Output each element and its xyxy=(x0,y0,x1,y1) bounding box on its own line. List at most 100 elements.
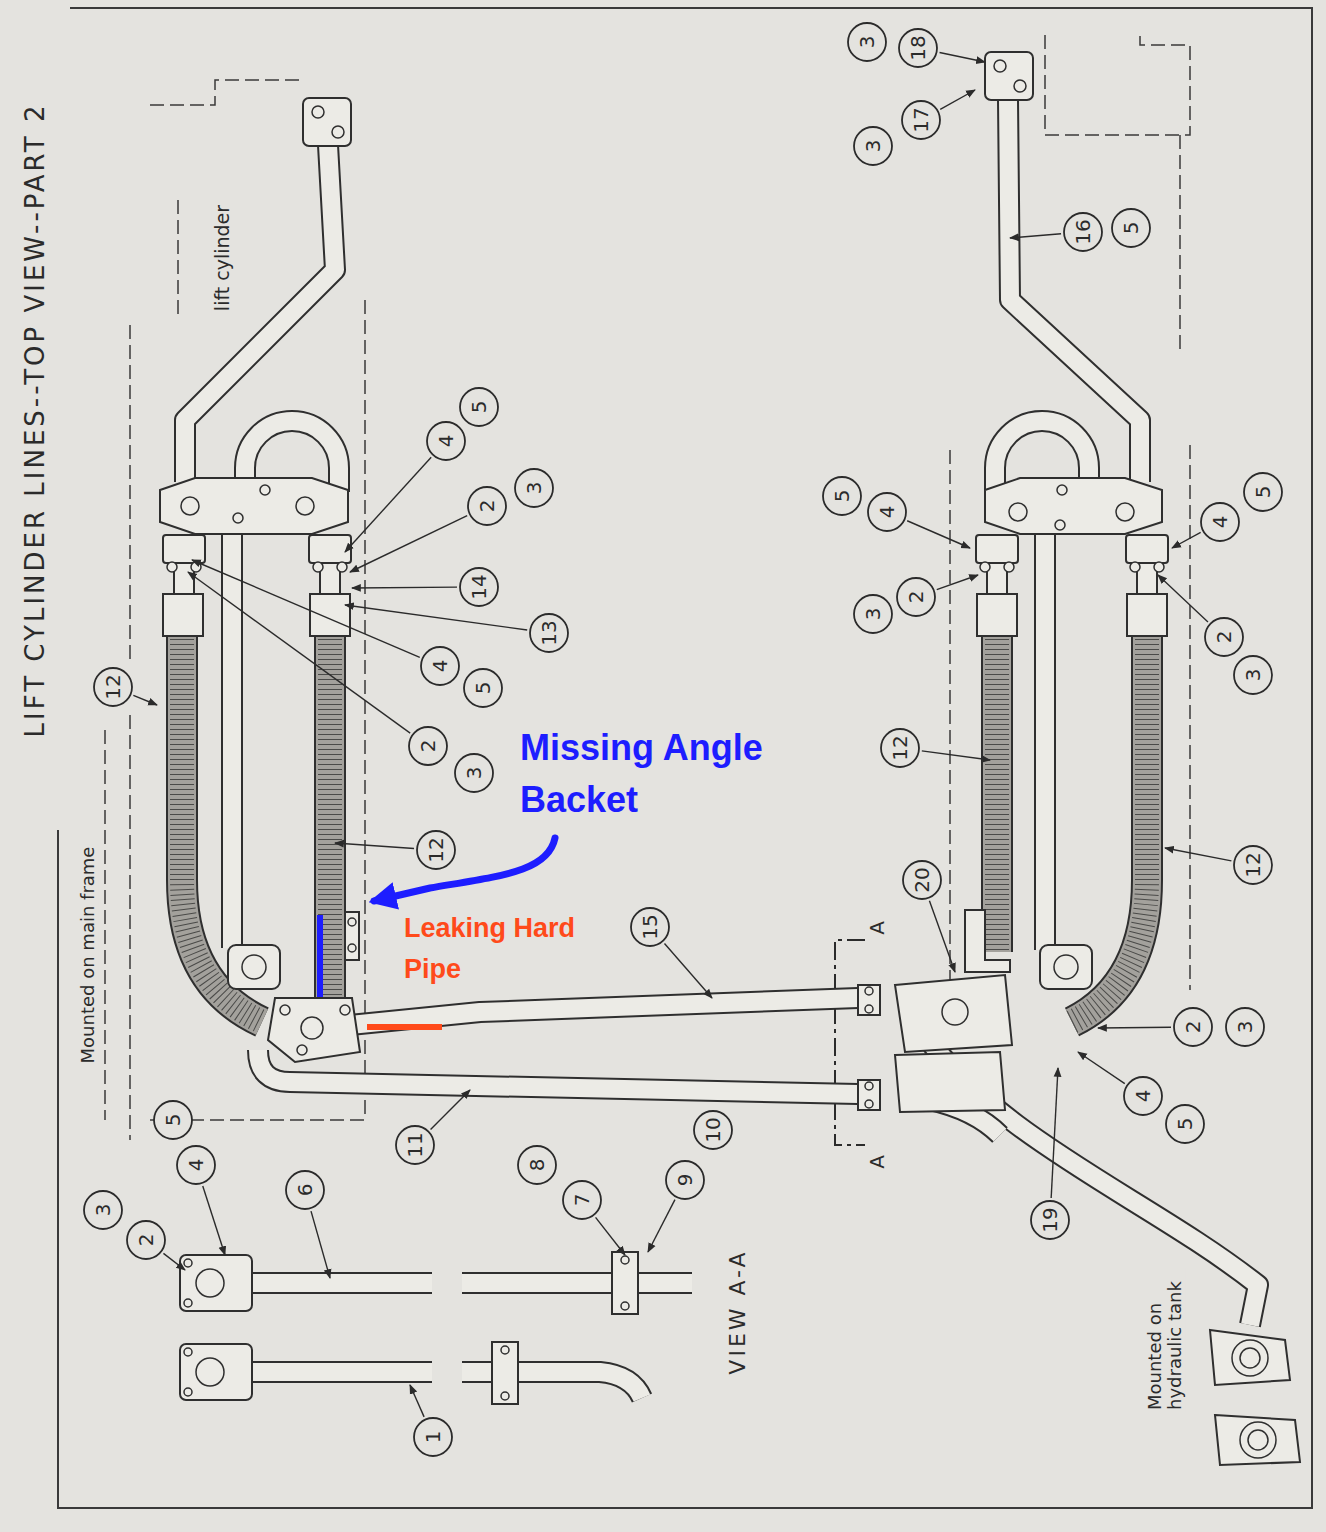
callout-circle xyxy=(666,1161,704,1199)
callout-circle xyxy=(154,1101,192,1139)
callout-number: 9 xyxy=(674,1174,696,1187)
fitting-bolt xyxy=(184,1348,192,1356)
leader-line xyxy=(940,90,975,109)
dashed-cylinder-outline xyxy=(1045,30,1190,135)
pipe-body xyxy=(1036,530,1054,950)
callout-circle xyxy=(897,578,935,616)
flange-fitting xyxy=(858,985,880,1015)
cylinder-port-fitting xyxy=(303,98,351,146)
cylinder-port-fitting xyxy=(985,52,1033,100)
pipe-body xyxy=(462,1372,642,1398)
pipe-body xyxy=(250,1274,432,1292)
leader-line xyxy=(937,575,978,590)
leader-line xyxy=(596,1217,625,1255)
fittings xyxy=(160,52,1300,1465)
callout-circle xyxy=(563,1181,601,1219)
dashed-cylinder-outline xyxy=(177,200,179,320)
diagram-title: LIFT CYLINDER LINES--TOP VIEW--PART 2 xyxy=(21,101,50,740)
leader-line xyxy=(664,944,712,998)
pipe-outline xyxy=(250,1272,432,1294)
callout-number: 17 xyxy=(910,107,932,132)
pipe-body xyxy=(350,998,858,1025)
callout-number: 2 xyxy=(1182,1021,1204,1034)
callout-number: 3 xyxy=(1234,1021,1256,1034)
manifold-bolt xyxy=(297,1045,307,1055)
dashed-frame-line xyxy=(129,325,131,660)
pipe-outline xyxy=(462,1372,642,1398)
pipe-clamp xyxy=(985,478,1162,534)
callout-circle xyxy=(286,1171,324,1209)
flange-port xyxy=(196,1269,224,1297)
flange-bolt xyxy=(501,1346,509,1354)
page-frame xyxy=(58,8,1312,1508)
leader-line xyxy=(648,1200,675,1252)
callout-number: 2 xyxy=(476,500,498,513)
pipe-body xyxy=(258,1050,858,1094)
leader-line xyxy=(345,457,431,552)
callout-number: 4 xyxy=(435,435,457,448)
callout-circle xyxy=(460,568,498,606)
dashed-cylinder-outline xyxy=(150,80,300,105)
leader-line xyxy=(1051,1068,1058,1198)
callout-number: 15 xyxy=(639,914,661,939)
callout-circle xyxy=(881,729,919,767)
flange-port xyxy=(1054,955,1078,979)
flange-fitting xyxy=(228,945,280,989)
leader-line xyxy=(431,1090,470,1129)
callout-number: 2 xyxy=(417,740,439,753)
callout-number: 3 xyxy=(1242,669,1264,682)
callout-circle xyxy=(427,422,465,460)
callout-number: 4 xyxy=(1209,516,1231,529)
callout-circle xyxy=(177,1146,215,1184)
hose-ferrule xyxy=(1127,594,1167,636)
callout-number: 2 xyxy=(1213,631,1235,644)
manifold-port xyxy=(301,1017,323,1039)
red-mark-line xyxy=(367,1024,442,1030)
flange-fitting xyxy=(163,535,205,563)
leader-line xyxy=(311,1211,330,1278)
pipe-body xyxy=(223,530,241,948)
tank-port xyxy=(1240,1422,1276,1458)
callout-circle xyxy=(903,861,941,899)
leader-line xyxy=(907,521,970,548)
leader-lines xyxy=(133,53,1231,1417)
callout-circle xyxy=(823,477,861,515)
callout-circle xyxy=(1244,473,1282,511)
clamp-bolt xyxy=(233,513,243,523)
clamp-bolt xyxy=(1057,485,1067,495)
tank-port xyxy=(1240,1348,1260,1368)
clamp-bolt xyxy=(260,485,270,495)
dashed-frame-line xyxy=(364,300,366,1120)
leader-line xyxy=(929,901,955,972)
leader-line xyxy=(163,1253,185,1270)
pipe-clamp xyxy=(160,478,348,534)
leader-line xyxy=(345,605,527,630)
leader-line xyxy=(335,843,414,848)
dashed-frame-line xyxy=(1189,445,1191,990)
part-label: lift cylinder xyxy=(212,203,233,313)
callout-number: 19 xyxy=(1039,1207,1061,1232)
manifold-bolt xyxy=(340,1005,350,1015)
flange-fitting xyxy=(180,1255,252,1311)
leader-line xyxy=(188,572,410,733)
annotation-note: Missing Angle Backet xyxy=(520,722,820,826)
callout-number: 5 xyxy=(1174,1118,1196,1131)
callout-circle xyxy=(94,668,132,706)
hose-ferrule xyxy=(310,594,350,636)
leader-line xyxy=(1165,848,1231,861)
flange-bolt xyxy=(501,1392,509,1400)
pipe-outline xyxy=(350,998,858,1025)
leader-line xyxy=(410,1385,424,1417)
callout-number: 7 xyxy=(571,1194,593,1207)
pipe-outline xyxy=(221,530,243,948)
leader-line xyxy=(203,1186,225,1255)
manifold-block xyxy=(895,1052,1005,1112)
fitting-bolt xyxy=(332,126,344,138)
callout-circle xyxy=(530,614,568,652)
callout-number: 11 xyxy=(404,1132,426,1157)
mounting-note: Mounted on main frame xyxy=(78,845,98,1066)
mounting-note: Mounted on hydraulic tank xyxy=(1145,1268,1185,1412)
callout-number: 3 xyxy=(856,36,878,49)
callout-number: 10 xyxy=(702,1117,724,1142)
